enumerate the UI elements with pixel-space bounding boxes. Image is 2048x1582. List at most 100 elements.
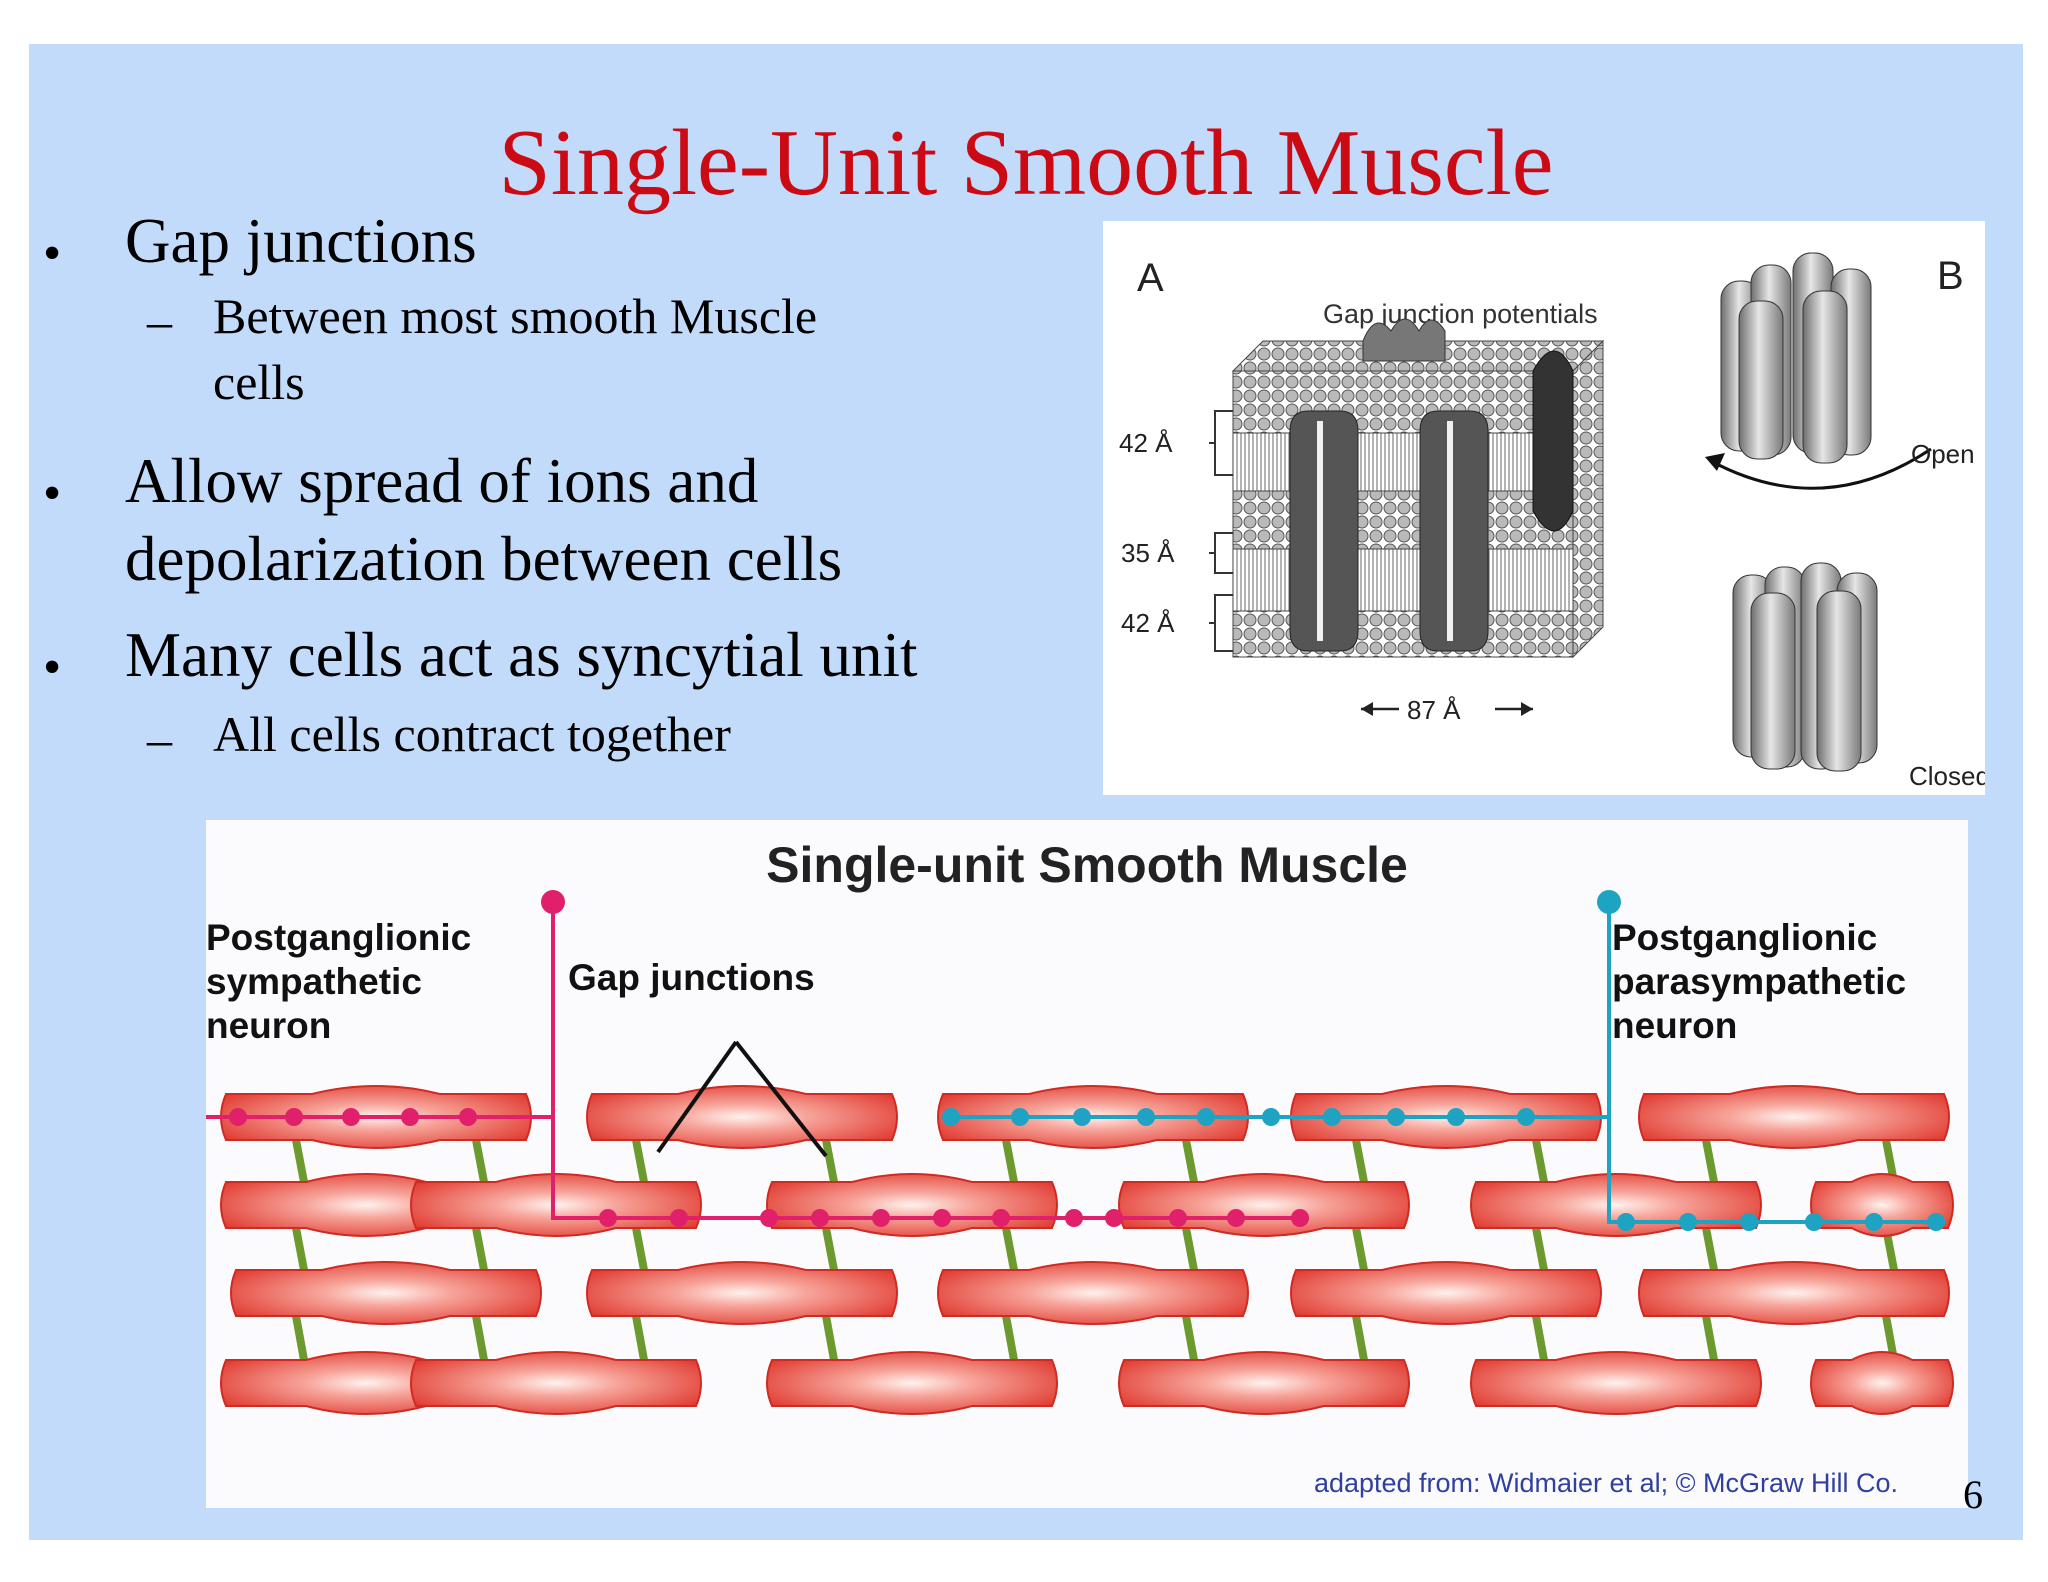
varicosity (342, 1108, 360, 1126)
varicosity (1323, 1108, 1341, 1126)
varicosity (1447, 1108, 1465, 1126)
varicosity (1597, 890, 1621, 914)
gap-junction-link (292, 1315, 308, 1361)
varicosity (1740, 1213, 1758, 1231)
bullet-marker: • (43, 465, 62, 522)
single-unit-muscle-diagram: Single-unit Smooth Muscle Postganglionic… (206, 820, 1968, 1508)
parasympathetic-label-line1: Postganglionic (1612, 917, 1877, 958)
open-closed-arrow (1705, 447, 1932, 490)
varicosity (1073, 1108, 1091, 1126)
varicosity (1291, 1209, 1309, 1227)
gap-junction-link (632, 1227, 648, 1271)
varicosity (1387, 1108, 1405, 1126)
bullet-gap-junctions: Gap junctions (125, 206, 477, 276)
bullet-allow-spread: Allow spread of ions and (125, 446, 759, 516)
gap-junction-link (1352, 1315, 1368, 1361)
sub-bullet-contract: All cells contract together (213, 706, 731, 762)
smooth-muscle-cell (1638, 1261, 1950, 1325)
gap-junction-link (632, 1315, 648, 1361)
gap-junctions-label: Gap junctions (568, 957, 815, 998)
varicosity (760, 1209, 778, 1227)
varicosity (229, 1108, 247, 1126)
varicosity (670, 1209, 688, 1227)
closed-connexon-illustration (1732, 562, 1878, 772)
gap-junction-link (1352, 1139, 1368, 1183)
gap-junction-link (822, 1227, 838, 1271)
open-connexon-illustration (1720, 252, 1872, 464)
gap-junction-link (1702, 1139, 1718, 1183)
axon-line (206, 902, 1306, 1220)
smooth-muscle-cell (586, 1085, 898, 1149)
parasympathetic-neuron-path (942, 890, 1946, 1231)
gap-junction-link (1702, 1227, 1718, 1271)
bullet-marker: • (43, 639, 62, 696)
width-arrow (1361, 702, 1533, 716)
closed-label: Closed (1909, 761, 1985, 791)
varicosity (1197, 1108, 1215, 1126)
slide-title: Single-Unit Smooth Muscle (498, 111, 1554, 215)
open-label: Open (1911, 439, 1975, 469)
parasympathetic-label-line2: parasympathetic (1612, 961, 1906, 1002)
varicosity (1805, 1213, 1823, 1231)
smooth-muscle-cell (586, 1261, 898, 1325)
varicosity (599, 1209, 617, 1227)
sympathetic-label-line2: sympathetic (206, 961, 422, 1002)
page-number: 6 (1963, 1472, 1983, 1517)
gap-junction-pointer (656, 1040, 828, 1158)
dimension-42-top: 42 Å (1119, 428, 1173, 458)
gap-junction-link (1182, 1139, 1198, 1183)
slide: Single-Unit Smooth Muscle • Gap junction… (29, 44, 2023, 1540)
diagram-title: Single-unit Smooth Muscle (766, 837, 1408, 893)
sympathetic-label-line1: Postganglionic (206, 917, 471, 958)
varicosity (459, 1108, 477, 1126)
varicosity (1679, 1213, 1697, 1231)
thickness-dimensions (1209, 410, 1233, 652)
gap-junction-link (1532, 1139, 1548, 1183)
sympathetic-label-line3: neuron (206, 1005, 331, 1046)
varicosity (1262, 1108, 1280, 1126)
bullet-marker: • (43, 225, 62, 282)
sub-bullet-dash: – (147, 711, 172, 767)
varicosity (541, 890, 565, 914)
gap-junction-link (1352, 1227, 1368, 1271)
varicosity (811, 1209, 829, 1227)
dimension-42-bottom: 42 Å (1121, 608, 1175, 638)
sub-bullet-cells: cells (213, 354, 305, 410)
smooth-muscle-cell (1290, 1261, 1602, 1325)
sub-bullet-dash: – (147, 293, 172, 349)
smooth-muscle-cell (766, 1173, 1058, 1237)
smooth-muscle-cell (1810, 1351, 1954, 1415)
smooth-muscle-cell (766, 1351, 1058, 1415)
gap-junction-link (822, 1139, 838, 1183)
varicosity (285, 1108, 303, 1126)
smooth-muscle-cells (220, 1085, 1954, 1415)
gap-junction-link (472, 1227, 488, 1271)
bullet-syncytial: Many cells act as syncytial unit (125, 620, 918, 690)
gap-junction-link (1002, 1315, 1018, 1361)
gap-junction-link (472, 1139, 488, 1183)
sympathetic-neuron-path (206, 890, 1309, 1227)
gap-junction-link (1532, 1227, 1548, 1271)
gap-junction-link (472, 1315, 488, 1361)
connexon-channels (1289, 318, 1574, 652)
smooth-muscle-cell (230, 1261, 542, 1325)
credit-text: adapted from: Widmaier et al; © McGraw H… (1314, 1468, 1898, 1498)
width-87-label: 87 Å (1407, 695, 1461, 725)
varicosity (872, 1209, 890, 1227)
varicosity (992, 1209, 1010, 1227)
gap-junction-link (1532, 1315, 1548, 1361)
varicosity (1137, 1108, 1155, 1126)
gap-junction-figure: A B Gap junction potentials (1103, 221, 1990, 795)
smooth-muscle-cell (1118, 1173, 1410, 1237)
varicosity (401, 1108, 419, 1126)
gap-junction-link (1702, 1315, 1718, 1361)
varicosity (1011, 1108, 1029, 1126)
varicosity (1865, 1213, 1883, 1231)
gap-junction-potentials-caption: Gap junction potentials (1323, 299, 1598, 329)
smooth-muscle-cell (410, 1173, 702, 1237)
smooth-muscle-cell (1470, 1173, 1762, 1237)
smooth-muscle-cell (1118, 1351, 1410, 1415)
varicosity (1517, 1108, 1535, 1126)
gap-junction-link (1002, 1227, 1018, 1271)
smooth-muscle-cell (1638, 1085, 1950, 1149)
